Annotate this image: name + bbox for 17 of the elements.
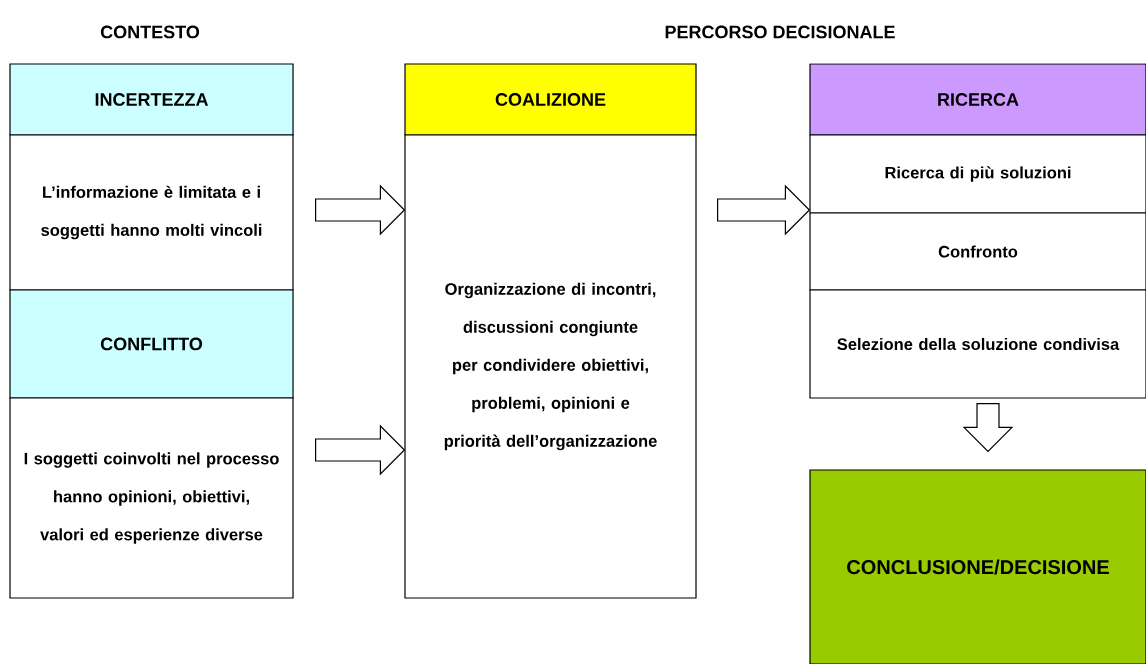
text-box: Confronto xyxy=(809,212,1146,291)
text-box: Selezione della soluzione condivisa xyxy=(809,289,1146,399)
block-arrow xyxy=(315,184,406,236)
text-box: Organizzazione di incontri, discussioni congiunte per condividere obiettivi, problemi, opinioni e priorità dell’organizzazione xyxy=(404,134,697,599)
block-arrow xyxy=(717,184,811,236)
heading: PERCORSO DECISIONALE xyxy=(665,25,895,39)
heading: CONTESTO xyxy=(100,25,200,39)
text-box: Ricerca di più soluzioni xyxy=(809,134,1146,214)
text-box: I soggetti coinvolti nel processo hanno opinioni, obiettivi, valori ed esperienze diverse xyxy=(9,397,294,599)
header-box: CONFLITTO xyxy=(9,289,294,399)
text-box: L’informazione è limitata e i soggetti hanno molti vincoli xyxy=(9,134,294,291)
block-arrow xyxy=(962,403,1014,453)
header-box: COALIZIONE xyxy=(404,63,697,136)
header-box: RICERCA xyxy=(809,63,1146,136)
block-arrow xyxy=(315,424,406,476)
header-box: INCERTEZZA xyxy=(9,63,294,136)
conclusion-box: CONCLUSIONE/DECISIONE xyxy=(809,469,1146,664)
